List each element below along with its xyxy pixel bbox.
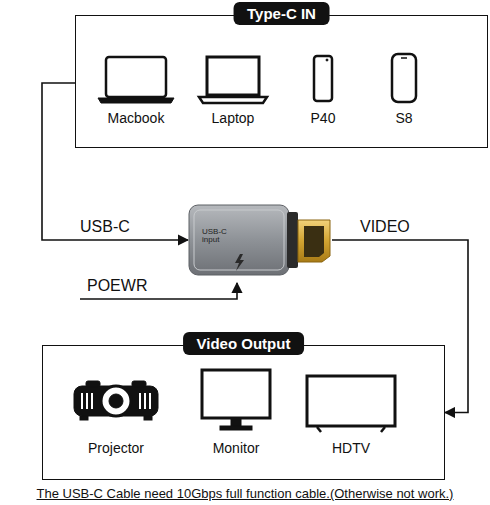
signal-connector [332, 240, 468, 413]
device-label: Laptop [212, 110, 255, 126]
p40-icon [298, 51, 348, 106]
section-heading: Type-C IN [233, 2, 330, 25]
phone-device: P40 [298, 51, 348, 131]
input-devices-box: Type-C INMacbookLaptopP40S8 [75, 15, 488, 148]
hdtv-device: HDTV [301, 366, 401, 466]
signal-connector [42, 83, 188, 240]
macbook-device: Macbook [96, 51, 176, 131]
adapter-print: USB-C input [202, 228, 236, 245]
laptop-icon [193, 51, 273, 106]
device-label: S8 [395, 110, 412, 126]
projector-device: Projector [66, 366, 166, 466]
s8-icon [379, 51, 429, 106]
phone-device: S8 [379, 51, 429, 131]
device-label: Projector [88, 440, 144, 456]
usb-c-hdmi-adapter: USB-C input [188, 200, 332, 280]
device-label: HDTV [332, 440, 370, 456]
monitor-device: Monitor [196, 366, 276, 466]
device-label: P40 [311, 110, 336, 126]
power-label: POEWR [85, 277, 149, 295]
projector-icon [66, 366, 166, 436]
macbook-icon [96, 51, 176, 106]
monitor-icon [196, 366, 276, 436]
connector-label: USB-C [78, 218, 132, 236]
device-label: Monitor [213, 440, 260, 456]
hdtv-icon [301, 366, 401, 436]
video-output-box: Video OutputProjectorMonitorHDTV [42, 345, 445, 480]
connector-label: VIDEO [358, 218, 412, 236]
section-heading: Video Output [183, 332, 305, 355]
caption-note: The USB-C Cable need 10Gbps full functio… [37, 486, 454, 501]
device-label: Macbook [108, 110, 165, 126]
laptop-device: Laptop [193, 51, 273, 131]
